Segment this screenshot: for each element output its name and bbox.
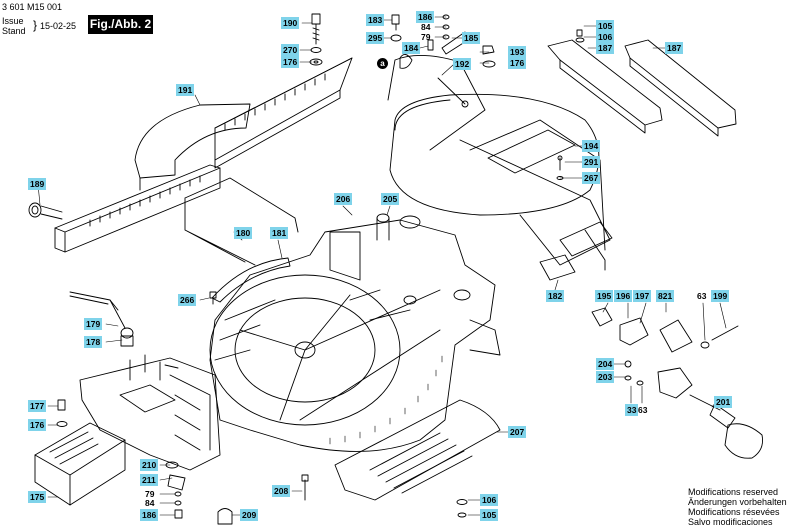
note-modifications-es: Salvo modificaciones [688, 517, 773, 527]
washer-176 [309, 58, 323, 66]
callout-106: 106 [480, 494, 499, 506]
callout-105: 105 [480, 509, 499, 521]
callout-209: 209 [240, 509, 259, 521]
note-modifications-fr: Modifications résevées [688, 507, 780, 517]
callout-84: 84 [145, 498, 155, 508]
callout-106: 106 [596, 31, 615, 43]
bracket-180 [184, 177, 299, 266]
screw-266 [209, 291, 217, 305]
callout-63-lower: 63 [638, 405, 648, 415]
base-table [209, 213, 501, 452]
pad-182 [539, 254, 576, 281]
clamp-parts [591, 307, 763, 459]
callout-821: 821 [656, 290, 675, 302]
callout-201: 201 [714, 396, 733, 408]
callout-208: 208 [272, 485, 291, 497]
callout-79: 79 [145, 489, 155, 499]
callout-176: 176 [508, 57, 527, 69]
callout-175: 175 [28, 491, 47, 503]
callout-191: 191 [176, 84, 195, 96]
issue-date: 15-02-25 [40, 21, 77, 31]
callout-63: 63 [697, 291, 707, 301]
screw-190 [311, 13, 321, 45]
callout-178: 178 [84, 336, 103, 348]
callout-194: 194 [582, 140, 601, 152]
callout-184: 184 [402, 42, 421, 54]
callout-177: 177 [28, 400, 47, 412]
callout-207: 207 [508, 426, 527, 438]
bracket-glyph: } [33, 18, 38, 32]
callout-190: 190 [281, 17, 300, 29]
marker-a: a [377, 58, 388, 69]
guide-rails-187 [456, 29, 737, 505]
callout-193: 193 [508, 46, 527, 58]
callout-183: 183 [366, 14, 385, 26]
note-modifications-en: Modifications reserved [688, 487, 779, 497]
callout-192: 192 [453, 58, 472, 70]
callout-270: 270 [281, 44, 300, 56]
callout-187: 187 [665, 42, 684, 54]
insert-181 [211, 257, 291, 303]
callout-211: 211 [140, 474, 158, 486]
callout-196: 196 [614, 290, 633, 302]
document-number: 3 601 M15 001 [2, 2, 63, 12]
fence-191 [54, 57, 353, 253]
callout-84: 84 [421, 22, 431, 32]
left-extension [34, 291, 221, 506]
callout-181: 181 [270, 227, 289, 239]
callout-199: 199 [711, 290, 730, 302]
callout-195: 195 [595, 290, 614, 302]
callout-205: 205 [381, 193, 400, 205]
callout-179: 179 [84, 318, 103, 330]
scale-ticks [329, 355, 443, 445]
callout-197: 197 [633, 290, 652, 302]
stand-label: Stand [2, 26, 26, 36]
figure-label: Fig./Abb. 2 [88, 15, 153, 34]
callout-186: 186 [140, 509, 159, 521]
note-modifications-de: Änderungen vorbehalten [688, 497, 787, 507]
callout-210: 210 [140, 459, 159, 471]
callout-185: 185 [462, 32, 481, 44]
callout-295: 295 [366, 32, 385, 44]
callout-189: 189 [28, 178, 47, 190]
washer-270 [310, 47, 322, 53]
arm-assembly [387, 55, 613, 271]
callout-267: 267 [582, 172, 601, 184]
small-parts-right [556, 155, 564, 180]
callout-33: 33 [625, 404, 639, 416]
callout-182: 182 [546, 290, 565, 302]
callout-105: 105 [596, 20, 615, 32]
callout-291: 291 [582, 156, 601, 168]
knob-189 [28, 202, 63, 220]
callout-187: 187 [596, 42, 615, 54]
issue-label: Issue [2, 16, 24, 26]
callout-206: 206 [334, 193, 353, 205]
callout-186: 186 [416, 11, 435, 23]
table-insert-207 [334, 399, 501, 501]
callout-204: 204 [596, 358, 615, 370]
callout-176: 176 [281, 56, 300, 68]
callout-180: 180 [234, 227, 253, 239]
callout-79: 79 [421, 32, 431, 42]
callout-176: 176 [28, 419, 47, 431]
bottom-small-parts [165, 461, 467, 525]
callout-266: 266 [178, 294, 197, 306]
callout-203: 203 [596, 371, 615, 383]
